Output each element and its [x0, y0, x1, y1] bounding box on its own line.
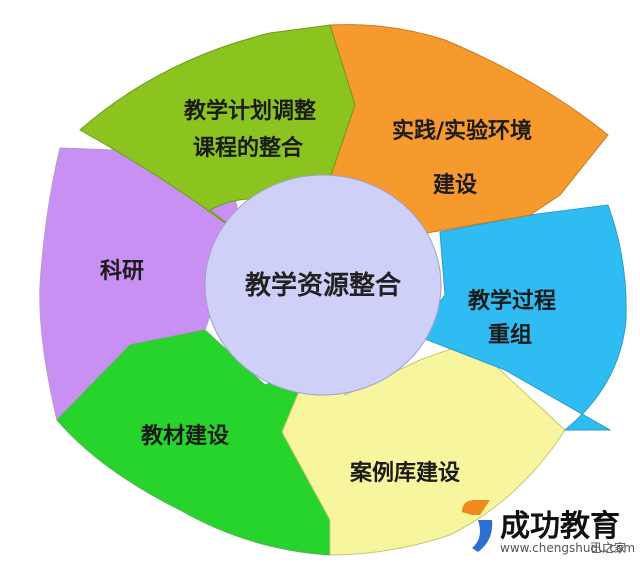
brand-url: www.chengshudu.com: [500, 541, 635, 555]
segment-research-label: 科研: [100, 259, 144, 284]
brand-name: 成功教育: [500, 509, 620, 544]
segment-curriculum-label-line2: 课程的整合: [193, 135, 304, 161]
segment-process-label-line2: 重组: [488, 322, 532, 348]
segment-practice-label-line1: 实践/实验环境: [392, 118, 532, 144]
brand-logo-icon: [462, 500, 493, 552]
center-circle: [204, 174, 442, 396]
segment-process-label-line1: 教学过程: [468, 288, 556, 314]
brand-suffix: 已之家: [590, 540, 626, 555]
segment-practice-label-line2: 建设: [433, 173, 477, 198]
segment-case-library-label: 案例库建设: [349, 460, 460, 486]
segment-curriculum-label-line1: 教学计划调整: [184, 98, 316, 124]
watermark: 成功教育 www.chengshudu.com 已之家: [462, 500, 635, 555]
segment-textbook-label: 教材建设: [141, 423, 229, 449]
center-label: 教学资源整合: [245, 270, 402, 301]
